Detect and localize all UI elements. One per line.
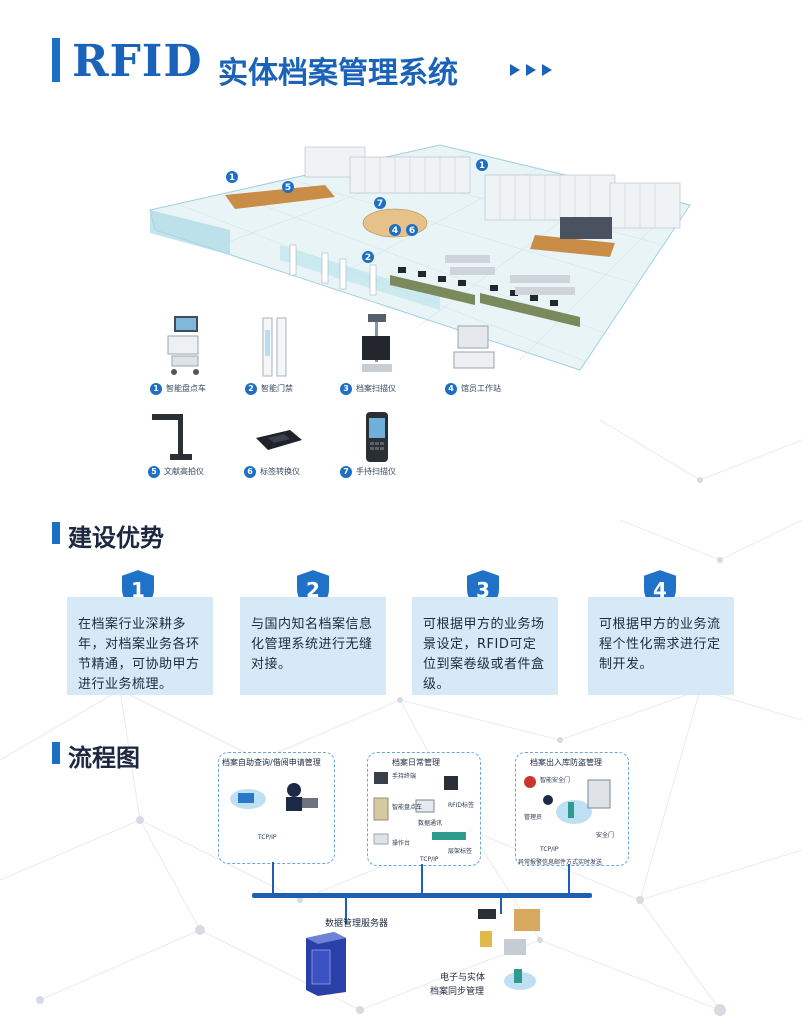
advantages-accent-bar — [52, 522, 60, 544]
device-cart — [150, 310, 240, 410]
daily-label-console: 操作台 — [392, 840, 411, 847]
security-label-admin: 管理员 — [524, 814, 543, 821]
marker-3: 1 — [229, 173, 235, 183]
flow-accent-bar — [52, 742, 60, 764]
advantage-card-4: 可根据甲方的业务流程个性化需求进行定制开发。 — [588, 597, 734, 695]
scanner-icon — [362, 314, 392, 372]
connector-server — [345, 898, 347, 924]
daily-label-comm: 数据通讯 — [418, 820, 443, 827]
device-scanner — [352, 310, 442, 410]
flow-box-self-service-title: 档案自助查询/借阅申请管理 — [222, 758, 321, 767]
floorplan-illustration: 1 5 7 4 6 2 1 — [149, 144, 691, 371]
device-doc-camera — [148, 410, 238, 510]
daily-label-tcpip: TCP/IP — [420, 856, 439, 863]
security-label-gate: 智能安全门 — [540, 777, 571, 784]
daily-label-cart: 智能盘点车 — [392, 804, 423, 811]
advantage-card-2: 与国内知名档案信息化管理系统进行无缝对接。 — [240, 597, 386, 695]
tag-converter-icon — [256, 430, 302, 450]
advantage-text-2: 与国内知名档案信息化管理系统进行无缝对接。 — [251, 617, 373, 672]
flow-title: 流程图 — [68, 743, 140, 772]
advantage-card-1: 在档案行业深耕多年，对档案业务各环节精通，可协助甲方进行业务梳理。 — [67, 597, 213, 695]
flow-box-security-title: 档案出入库防盗管理 — [530, 758, 602, 767]
svg-text:2: 2 — [306, 578, 320, 602]
triple-arrow-icon — [510, 64, 552, 76]
marker-5: 5 — [285, 183, 291, 193]
connector-box1 — [272, 862, 274, 894]
advantage-text-3: 可根据甲方的业务场景设定，RFID可定位到案卷级或者件盒级。 — [423, 617, 545, 692]
marker-4: 4 — [392, 226, 398, 236]
marker-1: 1 — [479, 161, 485, 171]
svg-text:3: 3 — [476, 578, 490, 602]
connector-box2 — [421, 864, 423, 894]
advantage-card-3: 可根据甲方的业务场景设定，RFID可定位到案卷级或者件盒级。 — [412, 597, 558, 695]
cart-icon — [167, 316, 199, 375]
daily-label-rfid: RFID标签 — [448, 802, 475, 809]
server-label: 数据管理服务器 — [325, 919, 389, 929]
page-title-rfid: RFID — [72, 36, 203, 87]
device-workstation — [450, 318, 540, 418]
daily-label-shelf: 层架标签 — [448, 848, 473, 855]
title-accent-bar — [52, 38, 60, 82]
reader-user-icon — [286, 783, 318, 811]
connector-box3 — [568, 864, 570, 894]
flow-box-daily-title: 档案日常管理 — [392, 758, 440, 767]
server-icon — [306, 932, 346, 996]
connector-sync — [500, 898, 502, 914]
marker-2: 2 — [365, 253, 371, 263]
svg-text:1: 1 — [131, 578, 145, 602]
security-label-alarm: 异常报警信息邮件方式实时发送 — [518, 859, 603, 866]
marker-6: 6 — [409, 226, 415, 236]
kiosk-icon — [230, 789, 266, 809]
handheld-icon — [366, 412, 388, 462]
advantage-text-4: 可根据甲方的业务流程个性化需求进行定制开发。 — [599, 617, 721, 672]
flow-box1-protocol: TCP/IP — [258, 834, 277, 841]
workstation-icon — [453, 325, 495, 369]
daily-devices-icon — [373, 772, 466, 845]
sync-devices-icon — [478, 909, 540, 990]
security-label-door: 安全门 — [596, 832, 615, 839]
doc-camera-icon — [152, 414, 192, 460]
page-title-system: 实体档案管理系统 — [218, 56, 458, 91]
daily-label-handheld: 手持终端 — [392, 773, 417, 780]
sync-label-line1: 电子与实体 — [440, 973, 486, 983]
sync-label-line2: 档案同步管理 — [430, 987, 485, 997]
gate-icon — [262, 317, 287, 377]
advantage-text-1: 在档案行业深耕多年，对档案业务各环节精通，可协助甲方进行业务梳理。 — [78, 617, 200, 692]
device-handheld — [362, 410, 452, 510]
device-tag-converter — [248, 420, 338, 520]
device-gate — [255, 310, 345, 410]
network-bus — [252, 893, 592, 898]
security-devices-icon — [524, 776, 611, 824]
marker-7: 7 — [377, 199, 383, 209]
advantages-title: 建设优势 — [68, 523, 164, 552]
security-label-tcpip: TCP/IP — [540, 846, 559, 853]
svg-text:4: 4 — [653, 578, 667, 602]
